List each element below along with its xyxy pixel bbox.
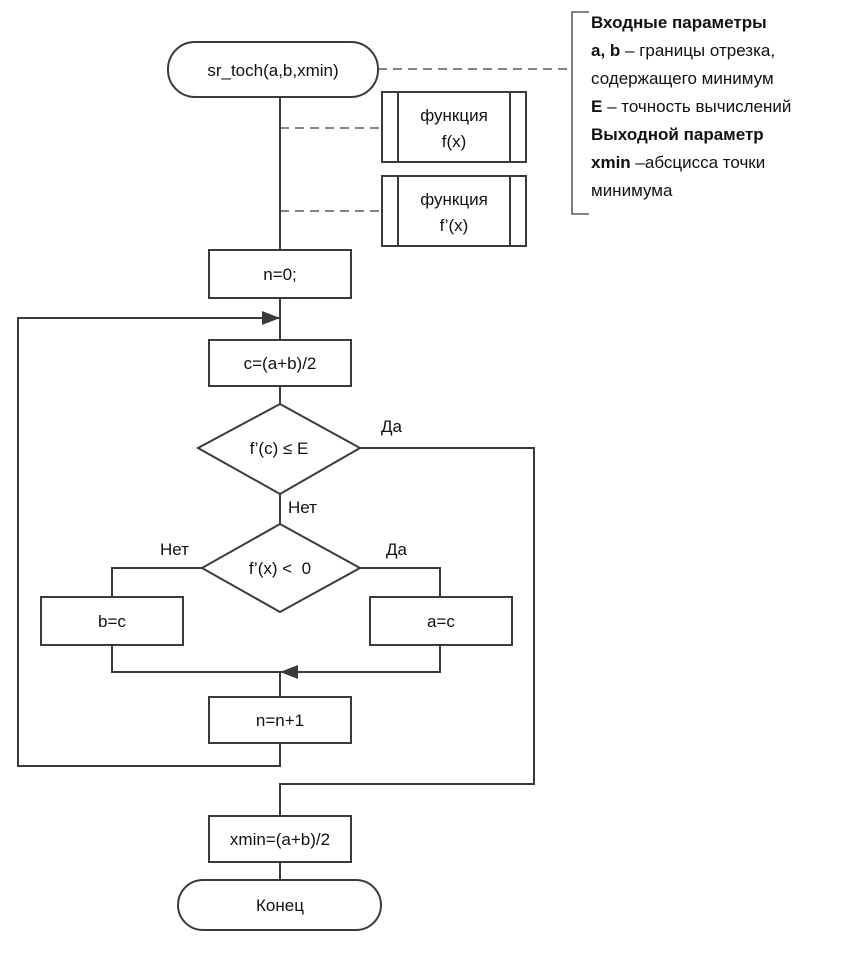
line-loop-back xyxy=(17,317,281,767)
block-mid: c=(a+b)/2 xyxy=(208,339,352,387)
decision-2: f’(x) < 0 xyxy=(199,522,363,614)
comment-line-6: xmin –абсцисса точки xyxy=(591,153,765,172)
comment-line-1: Входные параметры xyxy=(591,13,767,32)
comment-e: E xyxy=(591,97,602,116)
block-inc: n=n+1 xyxy=(208,696,352,744)
block-result-label: xmin=(a+b)/2 xyxy=(230,830,330,849)
comment-e-desc: – точность вычислений xyxy=(602,97,791,116)
line-d2-no-branch xyxy=(111,567,202,597)
subprocess-fp-line1: функция xyxy=(420,190,488,209)
block-mid-label: c=(a+b)/2 xyxy=(244,354,317,373)
start-terminator: sr_toch(a,b,xmin) xyxy=(167,41,379,98)
connectors xyxy=(17,97,535,880)
comment-text: Входные параметры a, b – границы отрезка… xyxy=(591,13,791,200)
decision-2-no-label: Нет xyxy=(160,540,189,559)
decision-1-yes-label: Да xyxy=(381,417,403,436)
comment-input-heading: Входные параметры xyxy=(591,13,767,32)
decision-2-label: f’(x) < 0 xyxy=(249,559,311,578)
comment-bracket xyxy=(571,11,589,215)
end-label: Конец xyxy=(256,896,304,915)
decision-1: f’(c) ≤ E xyxy=(195,402,363,496)
line-b-to-merge xyxy=(111,645,441,673)
comment-output-heading: Выходной параметр xyxy=(591,125,764,144)
decision-1-no-label: Нет xyxy=(288,498,317,517)
comment-line-3: содержащего минимум xyxy=(591,69,774,88)
comment-xmin: xmin xyxy=(591,153,631,172)
block-result: xmin=(a+b)/2 xyxy=(208,815,352,863)
subprocess-f-line2: f(x) xyxy=(442,132,467,151)
block-a-assign: a=c xyxy=(369,596,513,646)
subprocess-f-prime: функция f’(x) xyxy=(381,175,527,247)
comment-xmin-desc: –абсцисса точки xyxy=(631,153,766,172)
comment-line-4: E – точность вычислений xyxy=(591,97,791,116)
block-inc-label: n=n+1 xyxy=(256,711,304,730)
subprocess-f-line1: функция xyxy=(420,106,488,125)
comment-line-5: Выходной параметр xyxy=(591,125,764,144)
loop-arrowhead xyxy=(262,311,280,325)
block-a-assign-label: a=c xyxy=(427,612,455,631)
decision-2-yes-label: Да xyxy=(386,540,408,559)
start-label: sr_toch(a,b,xmin) xyxy=(207,61,338,80)
comment-line-2: a, b – границы отрезка, xyxy=(591,41,775,60)
decision-1-label: f’(c) ≤ E xyxy=(250,439,309,458)
comment-ab-desc: – границы отрезка, xyxy=(620,41,775,60)
merge-arrowhead xyxy=(280,665,298,679)
block-b-assign: b=c xyxy=(40,596,184,646)
end-terminator: Конец xyxy=(177,879,382,931)
line-d1-yes-exit xyxy=(279,447,535,816)
block-init: n=0; xyxy=(208,249,352,299)
subprocess-f: функция f(x) xyxy=(381,91,527,163)
subprocess-fp-line2: f’(x) xyxy=(440,216,469,235)
line-d2-yes-branch xyxy=(360,567,441,597)
block-init-label: n=0; xyxy=(263,265,297,284)
block-b-assign-label: b=c xyxy=(98,612,126,631)
comment-line-7: минимума xyxy=(591,181,673,200)
comment-ab: a, b xyxy=(591,41,620,60)
